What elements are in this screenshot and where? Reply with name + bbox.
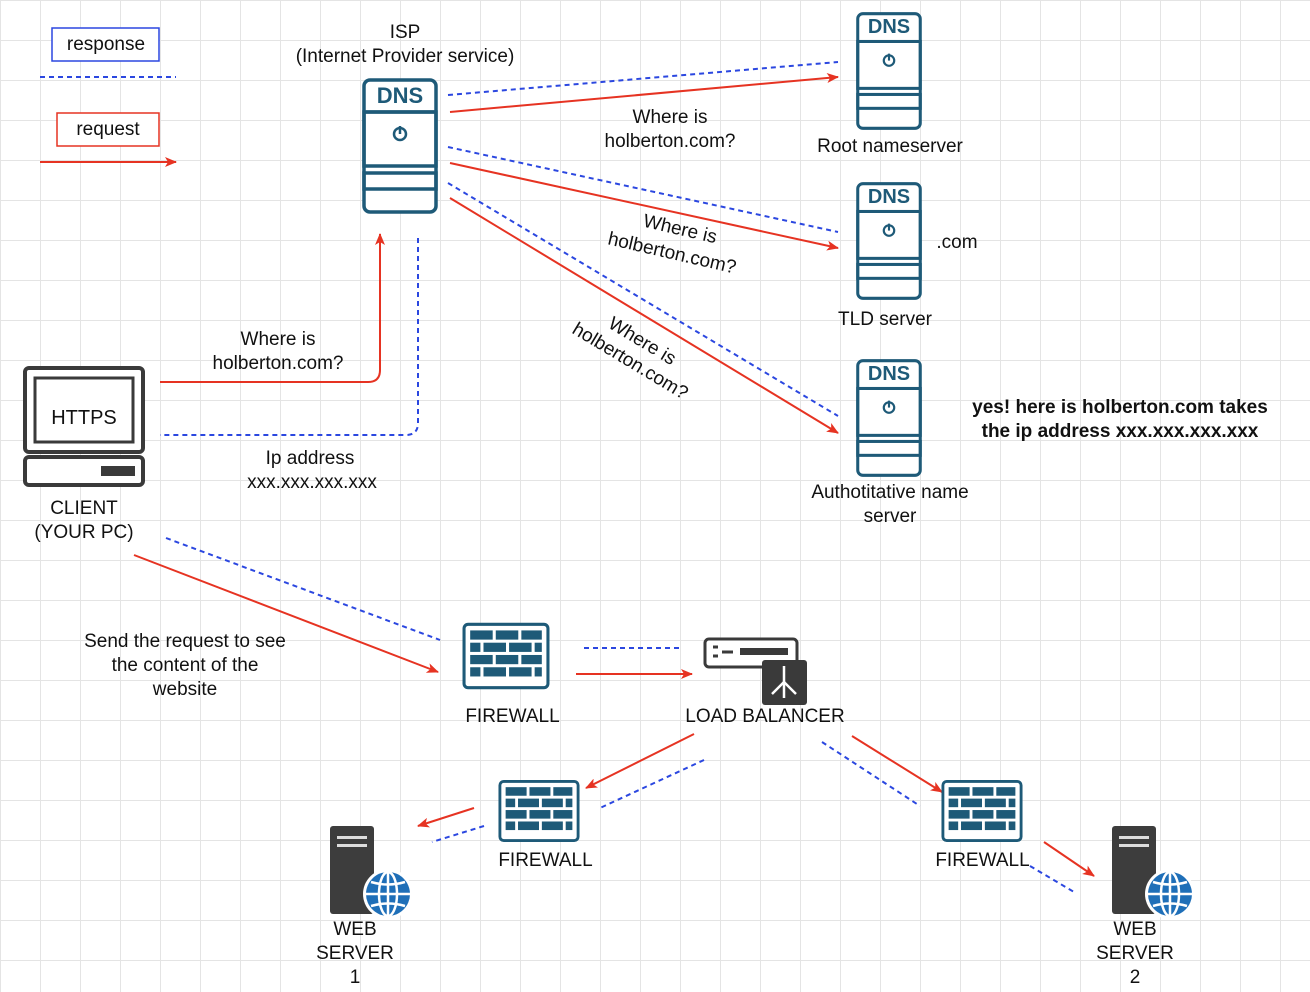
root-dns-badge: DNS — [867, 16, 911, 38]
firewall-left-icon — [498, 779, 580, 843]
client-isp-query-line1: Where is — [240, 329, 316, 350]
isp-root-query-line2: holberton.com? — [604, 131, 736, 152]
request-lb-to-fw-right — [851, 735, 943, 793]
client-screen-text: HTTPS — [51, 407, 117, 429]
response-web1-to-fw-left — [431, 825, 485, 843]
response-fw-right-to-lb — [821, 741, 921, 807]
request-isp-to-auth — [449, 197, 839, 434]
load-balancer-icon — [703, 637, 807, 705]
response-fw-left-to-lb — [599, 759, 705, 809]
web-server-2-label-line1: WEB — [1113, 919, 1157, 940]
web-server-2-label-line2: SERVER — [1096, 943, 1174, 964]
client-isp-query-line2: holberton.com? — [212, 353, 344, 374]
auth-server-label-line1: Authotitative name — [811, 482, 969, 503]
isp-root-query-line1: Where is — [632, 107, 708, 128]
auth-dns-badge: DNS — [867, 363, 911, 385]
request-fw-left-to-web1 — [417, 807, 475, 828]
firewall-left-label: FIREWALL — [498, 850, 593, 871]
web-server-1-label-line3: 1 — [349, 967, 361, 988]
answer-line1: yes! here is holberton.com takes — [972, 397, 1268, 418]
request-isp-to-root — [449, 73, 839, 113]
legend-request-label: request — [59, 115, 157, 145]
isp-subtitle: (Internet Provider service) — [295, 46, 515, 67]
auth-server-label-line2: server — [863, 506, 917, 527]
client-firewall-note-line1: Send the request to see — [84, 631, 286, 652]
firewall-right-label: FIREWALL — [935, 850, 1030, 871]
request-fw-right-to-web2 — [1043, 841, 1095, 877]
tld-server-label: TLD server — [838, 309, 932, 330]
request-client-to-isp — [160, 233, 385, 383]
client-label-line1: CLIENT — [50, 498, 118, 519]
request-lb-to-fw-left — [585, 733, 695, 789]
isp-client-response-line1: Ip address — [265, 448, 355, 469]
isp-dns-badge: DNS — [376, 83, 424, 108]
request-client-to-firewall — [133, 554, 439, 673]
request-isp-to-tld — [449, 162, 839, 251]
response-firewall-to-client — [165, 537, 441, 641]
firewall-right-icon — [941, 779, 1023, 843]
response-auth-to-isp — [447, 182, 839, 417]
response-tld-to-isp — [447, 146, 839, 233]
legend-response-label: response — [54, 30, 158, 60]
web-server-2-label-line3: 2 — [1129, 967, 1141, 988]
isp-client-response-line2: xxx.xxx.xxx.xxx — [247, 472, 377, 493]
root-nameserver-label: Root nameserver — [817, 136, 963, 157]
firewall-main-icon — [462, 622, 550, 690]
answer-line2: the ip address xxx.xxx.xxx.xxx — [981, 421, 1259, 442]
client-label-line2: (YOUR PC) — [34, 522, 134, 543]
client-pc-icon — [23, 366, 145, 487]
tld-extra-label: .com — [936, 232, 978, 253]
response-lines — [160, 61, 1075, 893]
client-firewall-note-line3: website — [152, 679, 218, 700]
firewall-main-label: FIREWALL — [465, 706, 560, 727]
tld-dns-badge: DNS — [867, 186, 911, 208]
request-lines — [133, 73, 1095, 877]
web-server-1-label-line2: SERVER — [316, 943, 394, 964]
isp-title: ISP — [389, 22, 421, 43]
response-root-to-isp — [447, 61, 839, 96]
client-firewall-note-line2: the content of the — [111, 655, 259, 676]
web-server-2-icon — [1110, 824, 1196, 921]
web-server-1-icon — [328, 824, 414, 921]
load-balancer-label: LOAD BALANCER — [685, 706, 845, 727]
web-server-1-label-line1: WEB — [333, 919, 377, 940]
